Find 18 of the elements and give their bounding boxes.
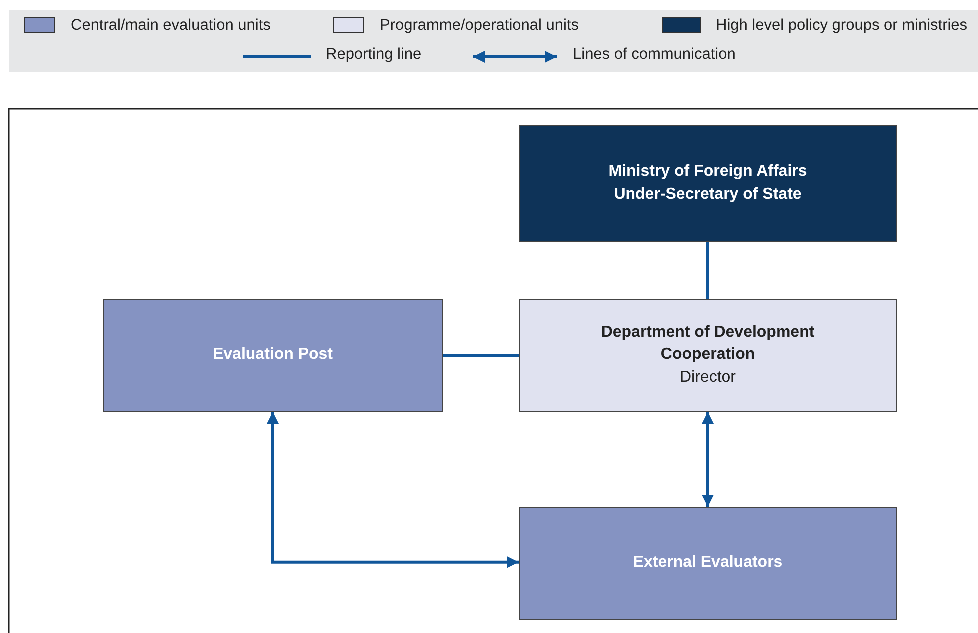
ministry-box bbox=[519, 125, 897, 242]
legend-label: Central/main evaluation units bbox=[71, 16, 271, 36]
evaluation-unit-box bbox=[103, 299, 443, 412]
legend-label: Lines of communication bbox=[573, 45, 736, 65]
legend-label: High level policy groups or ministries bbox=[716, 16, 968, 36]
operational-unit-box bbox=[519, 299, 897, 412]
unit-title: Ministry of Foreign Affairs Under-Secretary of State bbox=[608, 162, 808, 204]
unit-subtitle: Director bbox=[680, 368, 736, 388]
unit-title: Department of Development Cooperation bbox=[600, 322, 816, 366]
reporting-line bbox=[443, 354, 519, 357]
legend-label: Reporting line bbox=[326, 45, 422, 65]
communication-arrow bbox=[702, 412, 714, 507]
unit-title: Evaluation Post bbox=[212, 345, 334, 366]
reporting-line bbox=[706, 242, 710, 299]
communication-arrow bbox=[267, 412, 519, 568]
unit-title: External Evaluators bbox=[633, 553, 783, 574]
evaluation-unit-box bbox=[519, 507, 897, 620]
legend-label: Programme/operational units bbox=[380, 16, 580, 36]
